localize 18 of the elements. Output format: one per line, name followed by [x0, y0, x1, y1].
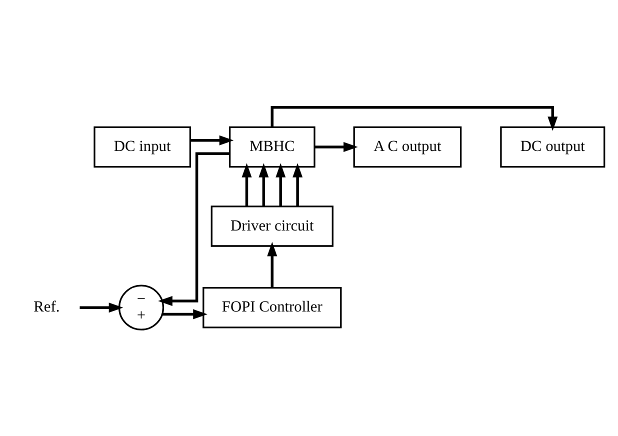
node-box: A C output [353, 126, 462, 168]
node-box: MBHC [228, 126, 316, 168]
node-text: Ref. [34, 298, 60, 316]
arrow [292, 162, 303, 206]
node-box: FOPI Controller [202, 286, 342, 328]
arrow [267, 241, 278, 287]
arrow [242, 162, 252, 206]
arrow [276, 162, 286, 206]
node-box: DC input [94, 126, 192, 168]
node-box: DC output [500, 126, 606, 168]
arrow [158, 152, 230, 306]
arrow [314, 141, 358, 152]
node-circle: − + [118, 284, 164, 330]
arrow [258, 162, 269, 206]
arrow [162, 308, 208, 319]
node-box: Driver circuit [210, 205, 334, 246]
arrow [80, 302, 124, 312]
arrow [190, 134, 234, 145]
